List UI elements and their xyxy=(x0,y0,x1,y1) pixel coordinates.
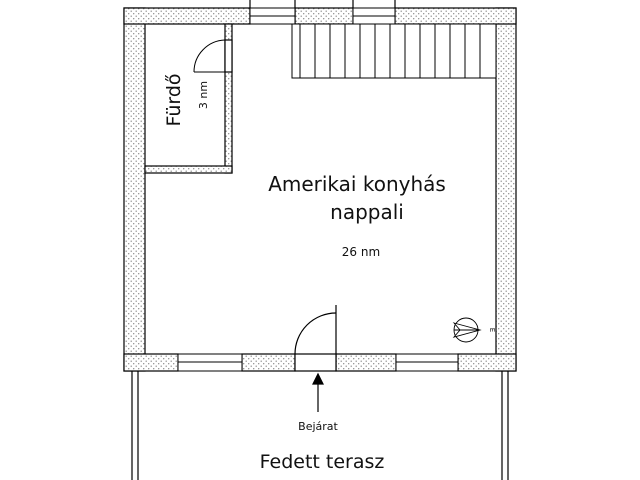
living-room-name-line2: nappali xyxy=(330,200,404,224)
top-wall-left xyxy=(123,7,251,25)
bottom-wall-4 xyxy=(457,353,517,372)
bottom-wall-3 xyxy=(335,353,397,372)
bottom-wall-1 xyxy=(123,353,179,372)
entrance-label: Bejárat xyxy=(298,420,338,433)
right-wall xyxy=(495,7,517,372)
staircase xyxy=(291,23,497,79)
compass-icon xyxy=(452,317,482,343)
left-wall xyxy=(123,7,146,372)
top-windows xyxy=(249,7,396,25)
entrance-arrow xyxy=(312,372,324,412)
terrace-outline xyxy=(131,371,509,480)
bathroom-walls xyxy=(144,23,233,174)
compass-letter: É xyxy=(488,328,497,332)
top-wall-mid xyxy=(294,7,354,25)
living-room-area: 26 nm xyxy=(342,245,380,259)
entrance-door xyxy=(294,305,337,372)
terrace-name: Fedett terasz xyxy=(260,451,385,473)
bathroom-area: 3 nm xyxy=(197,81,210,109)
bathroom-door xyxy=(193,39,226,73)
living-room-name-line1: Amerikai konyhás xyxy=(268,172,446,196)
top-wall-right xyxy=(394,7,517,25)
bathroom-name: Fürdő xyxy=(163,73,185,126)
bottom-wall-2 xyxy=(241,353,296,372)
bottom-windows xyxy=(177,353,459,372)
